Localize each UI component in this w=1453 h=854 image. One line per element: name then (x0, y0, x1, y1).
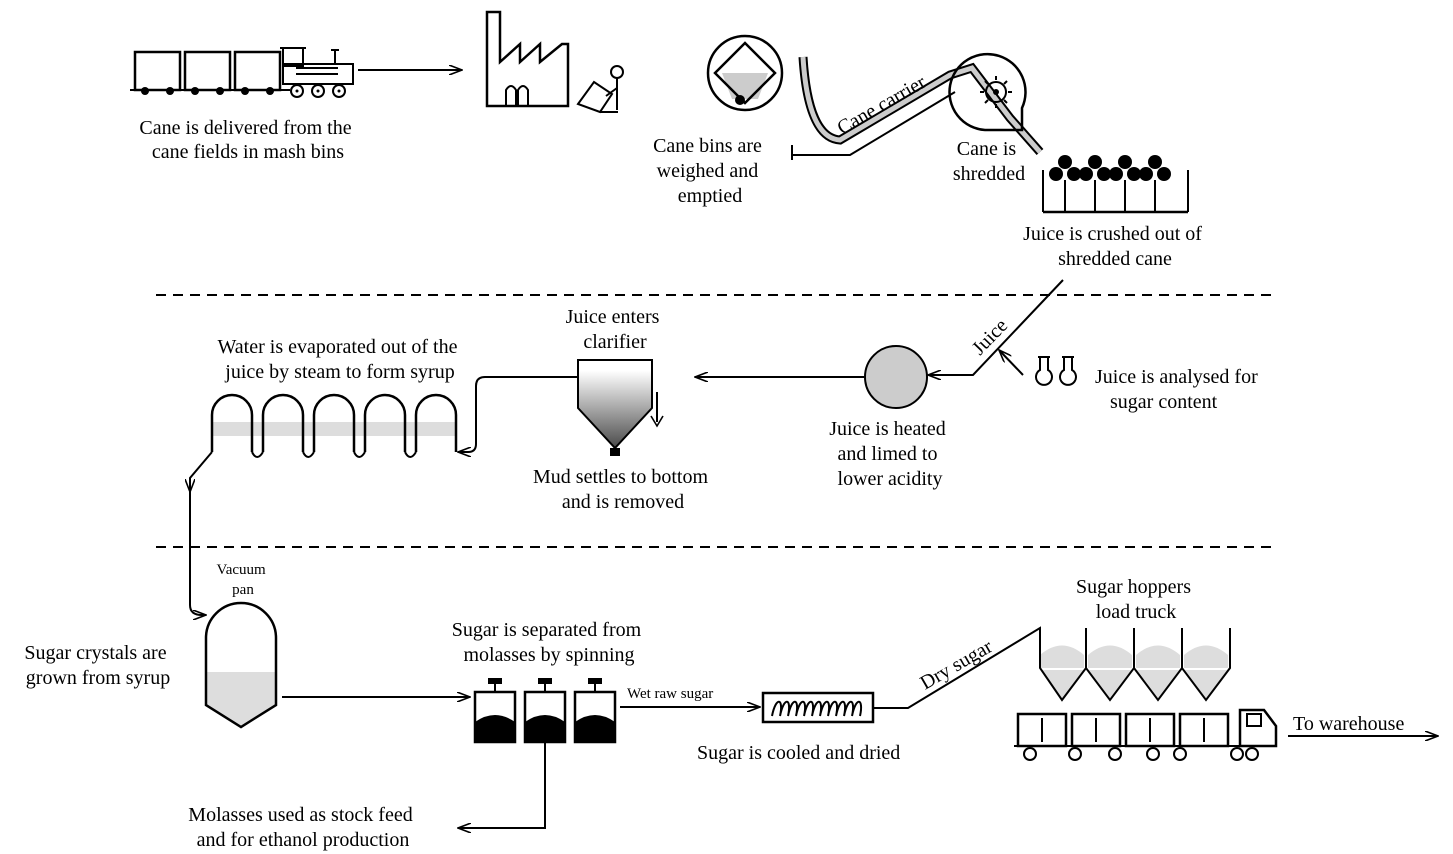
label-cooled-dried: Sugar is cooled and dried (697, 742, 900, 764)
label-wet-raw-sugar: Wet raw sugar (627, 686, 713, 702)
truck-icon (1014, 708, 1278, 761)
shredder-icon (948, 52, 1027, 132)
label-hoppers: Sugar hoppers load truck (1076, 576, 1196, 623)
label-water-evaporated: Water is evaporated out of the juice by … (218, 336, 463, 383)
label-vacuum-pan: Vacuum pan (217, 562, 270, 598)
label-crystals-grown: Sugar crystals are grown from syrup (24, 642, 171, 689)
label-juice-crushed: Juice is crushed out of shredded cane (1023, 223, 1207, 270)
arrow-clarifier-to-evaporator (458, 376, 578, 452)
juice-flow-line (928, 279, 1064, 375)
label-bins-weighed: Cane bins are weighed and emptied (653, 135, 767, 207)
crushing-mill-icon (1042, 155, 1189, 214)
label-to-warehouse: To warehouse (1293, 713, 1404, 735)
label-juice-heated: Juice is heated and limed to lower acidi… (829, 418, 951, 490)
worker-icon (576, 65, 624, 114)
arrow-to-analysis (999, 350, 1024, 376)
sugar-hoppers-icon (1039, 628, 1231, 702)
clarifier-icon (577, 359, 664, 456)
arrow-molasses (458, 742, 546, 828)
evaporator-icon (210, 393, 458, 458)
label-separated: Sugar is separated from molasses by spin… (452, 619, 646, 666)
label-cane-delivered: Cane is delivered from the cane fields i… (139, 117, 356, 163)
label-molasses: Molasses used as stock feed and for etha… (188, 804, 417, 851)
flask-icon (1035, 356, 1077, 386)
vacuum-pan-icon (204, 601, 278, 729)
label-mud-settles: Mud settles to bottom and is removed (533, 466, 713, 513)
arrow-to-vacuum-pan (189, 547, 206, 615)
heater-icon (864, 345, 928, 409)
label-cane-carrier: Cane carrier (834, 71, 930, 139)
arrow-evaporator-down (190, 451, 213, 492)
label-dry-sugar: Dry sugar (917, 635, 997, 694)
label-cane-shredded: Cane is shredded (953, 138, 1025, 185)
centrifugal-icon (473, 678, 617, 744)
dryer-icon (761, 691, 875, 724)
factory-icon (485, 10, 570, 108)
label-juice-flow: Juice (968, 315, 1012, 360)
label-juice-clarifier: Juice enters clarifier (566, 306, 665, 353)
label-juice-analysed: Juice is analysed for sugar content (1095, 366, 1263, 413)
bin-tipper-icon (706, 34, 784, 112)
train-icon (130, 47, 354, 98)
